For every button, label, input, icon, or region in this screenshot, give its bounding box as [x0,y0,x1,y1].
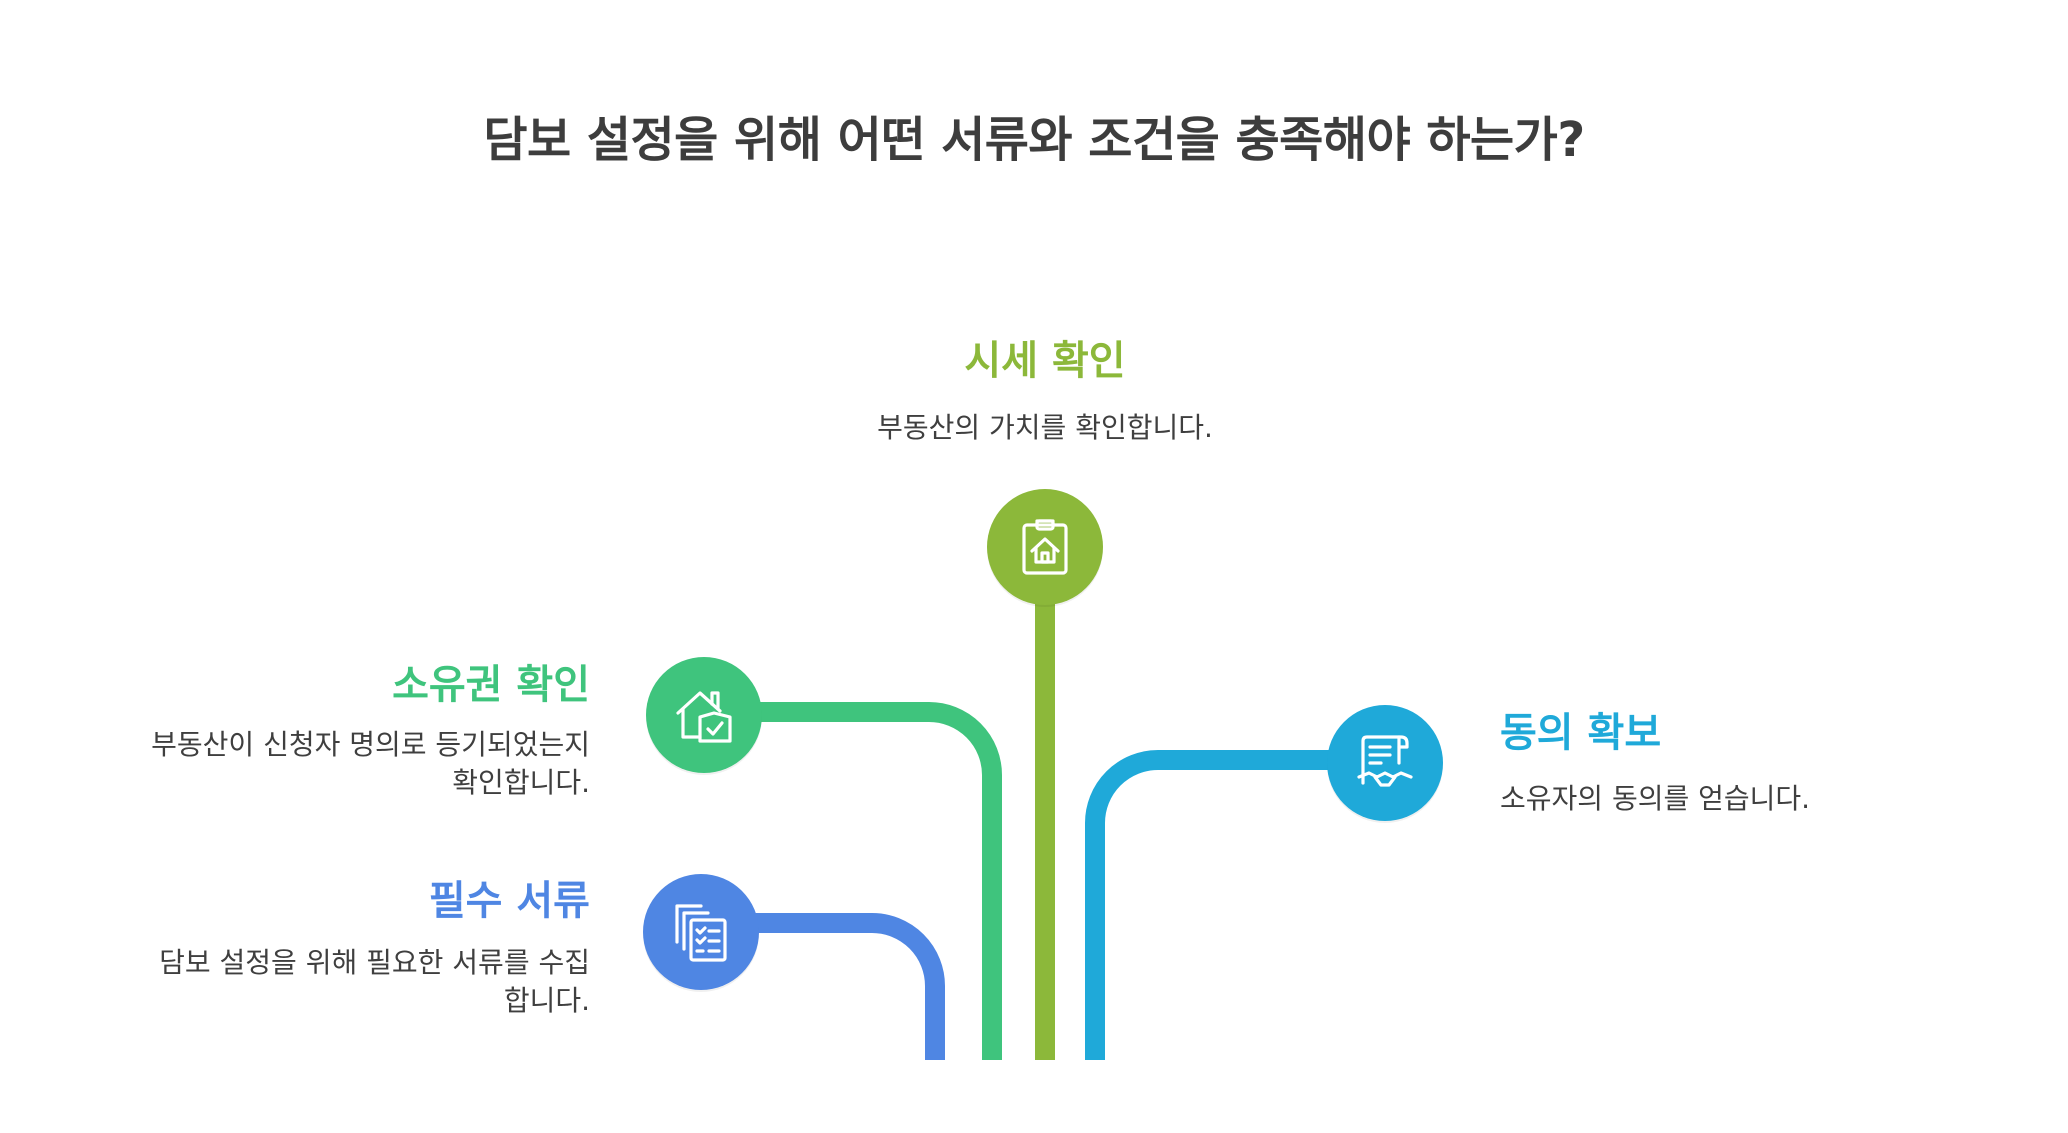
contract-handshake-icon [1357,735,1413,787]
consent-icon-circle [1327,705,1443,821]
ownership-icon-circle [646,657,762,773]
documents-desc: 담보 설정을 위해 필요한 서류를 수집 합니다. [90,944,590,1020]
diagram-title: 담보 설정을 위해 어떤 서류와 조건을 충족해야 하는가? [483,112,1585,168]
market-title: 시세 확인 [964,338,1126,384]
clipboard-house-icon [1022,519,1068,575]
document-checklist-icon [675,904,727,962]
documents-connector [700,913,945,1060]
house-check-icon [676,691,732,743]
ownership-desc: 부동산이 신청자 명의로 등기되었는지 확인합니다. [90,726,590,802]
ownership-connector [700,702,1002,1060]
documents-desc-line2: 합니다. [503,984,590,1017]
documents-title: 필수 서류 [428,878,590,924]
ownership-title: 소유권 확인 [392,662,590,708]
ownership-desc-line2: 확인합니다. [452,766,590,799]
market-icon-circle [987,489,1103,605]
consent-title: 동의 확보 [1500,710,1662,756]
market-desc: 부동산의 가치를 확인합니다. [877,411,1213,444]
ownership-desc-line1: 부동산이 신청자 명의로 등기되었는지 [151,728,590,761]
consent-desc: 소유자의 동의를 얻습니다. [1500,782,1811,815]
consent-connector [1085,750,1330,1060]
documents-desc-line1: 담보 설정을 위해 필요한 서류를 수집 [159,946,590,979]
documents-icon-circle [643,874,759,990]
